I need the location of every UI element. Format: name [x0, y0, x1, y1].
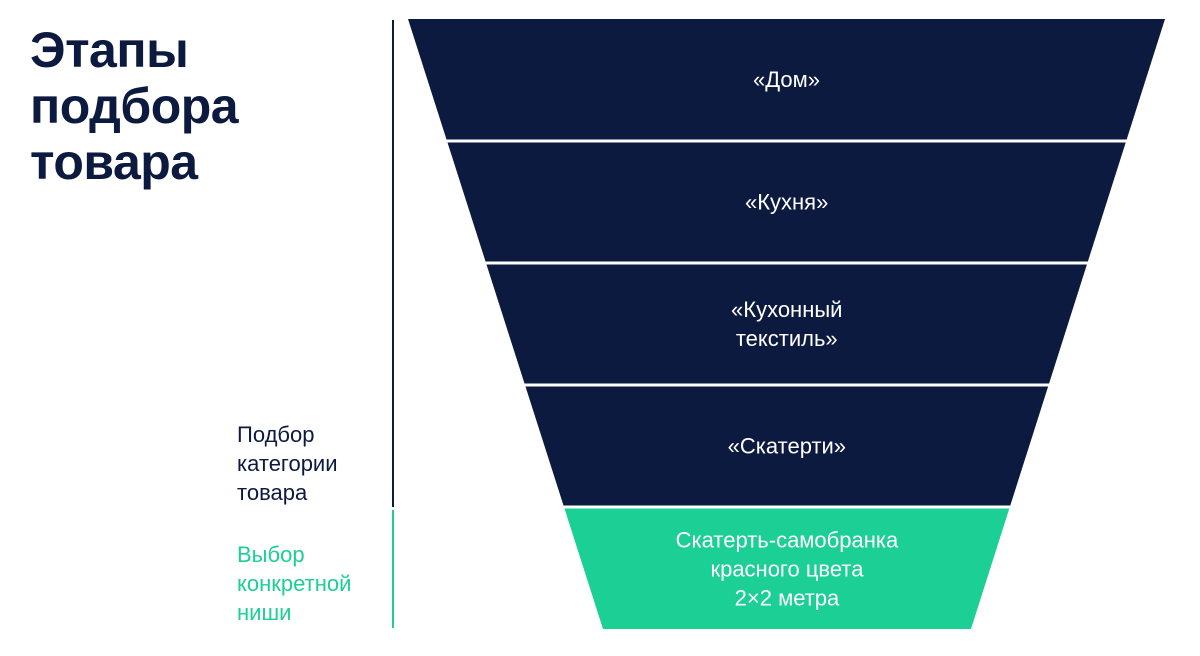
funnel-level-3-label: текстиль»: [736, 326, 838, 351]
page-title-line: подбора: [30, 78, 239, 134]
niche-label-line: Выбор: [237, 542, 305, 567]
funnel-level-5: [564, 508, 1010, 629]
niche-bracket-line: [392, 510, 394, 628]
category-label-line: Подбор: [237, 422, 315, 447]
funnel-level-3-label: «Кухонный: [731, 297, 842, 322]
funnel-level-4-label: «Скатерти»: [728, 434, 846, 459]
category-bracket-line: [392, 20, 394, 507]
funnel-level-1: [408, 19, 1165, 140]
funnel-level-4: [525, 386, 1049, 506]
niche-label-line: ниши: [237, 600, 292, 625]
funnel-level-2: [447, 142, 1126, 262]
page-title: Этапы подбора товара: [30, 22, 360, 190]
funnel-level-5-label: 2×2 метра: [735, 585, 840, 610]
category-label-line: категории: [237, 451, 338, 476]
niche-selection-label: Выбор конкретной ниши: [237, 540, 387, 627]
funnel-level-1-label: «Дом»: [753, 67, 820, 92]
funnel-level-3: [486, 264, 1087, 384]
funnel-level-5-label: красного цвета: [710, 556, 864, 581]
niche-label-line: конкретной: [237, 571, 352, 596]
funnel-level-2-label: «Кухня»: [745, 190, 828, 215]
page-title-line: Этапы: [30, 22, 189, 78]
page-title-line: товара: [30, 134, 198, 190]
category-selection-label: Подбор категории товара: [237, 420, 387, 507]
category-label-line: товара: [237, 480, 308, 505]
funnel-level-5-label: Скатерть-самобранка: [676, 527, 899, 552]
